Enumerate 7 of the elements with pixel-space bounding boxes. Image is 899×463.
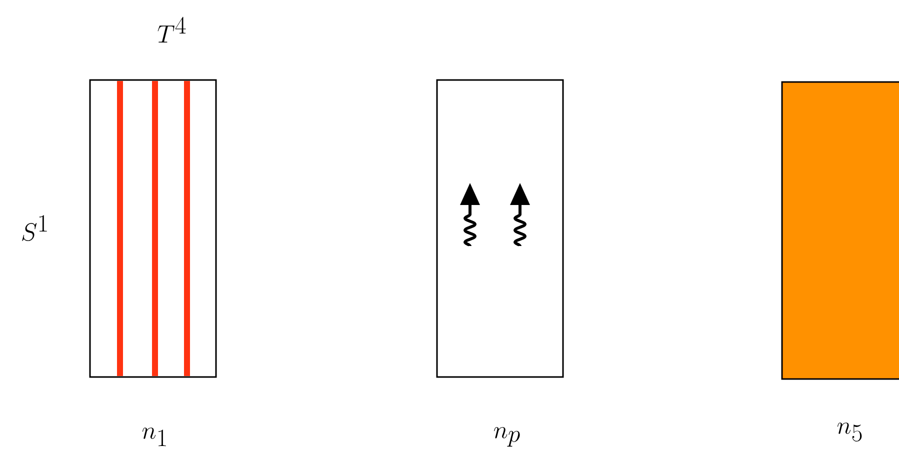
math-label: $n_p$	[494, 427, 520, 447]
math-label: $S^1$	[22, 215, 47, 242]
rectangle-box	[781, 81, 899, 380]
math-label: $n_1$	[142, 428, 166, 446]
math-label: $n_5$	[837, 422, 862, 442]
math-label: $T^4$	[158, 16, 186, 43]
rectangle-box	[436, 79, 564, 378]
